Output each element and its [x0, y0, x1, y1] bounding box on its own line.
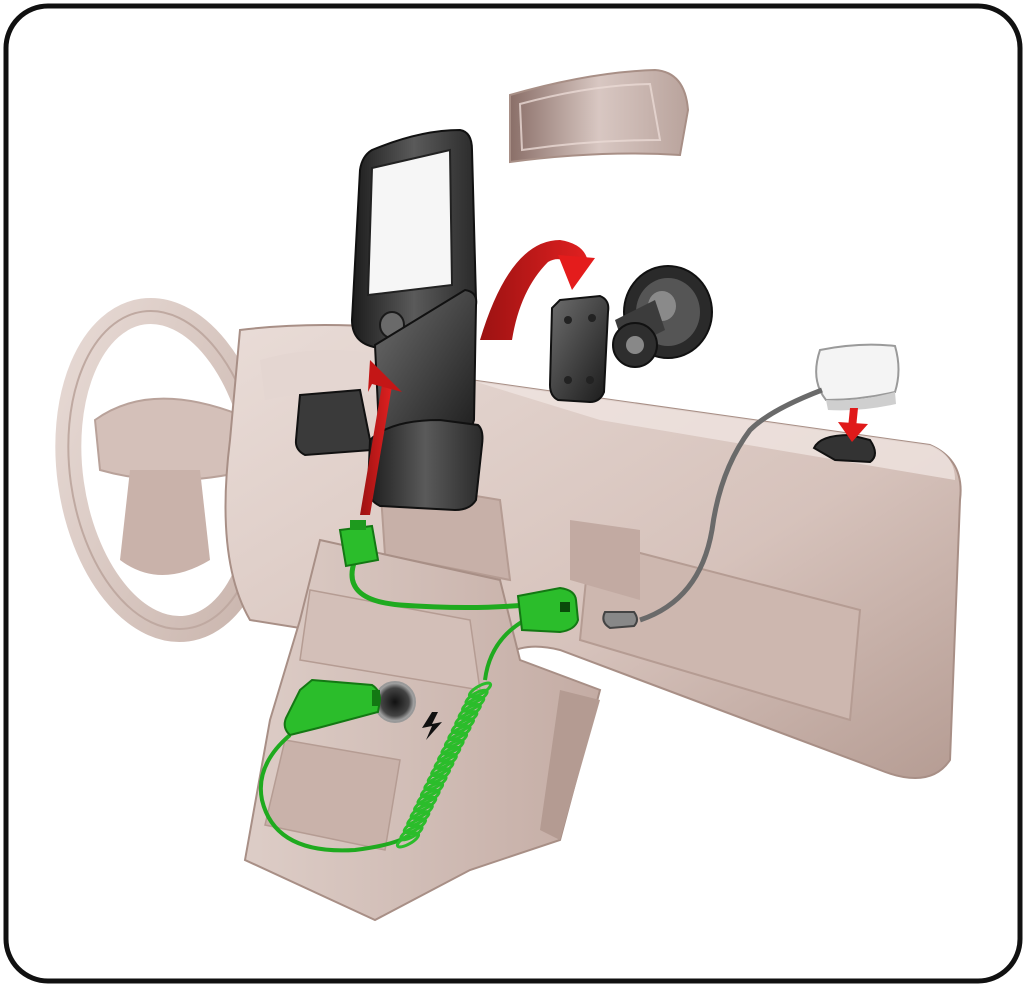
- cable-splitter: [518, 588, 578, 632]
- gps-antenna: [816, 345, 898, 411]
- device-screen: [368, 150, 452, 295]
- power-socket: [375, 682, 415, 722]
- mount-bracket: [550, 296, 608, 402]
